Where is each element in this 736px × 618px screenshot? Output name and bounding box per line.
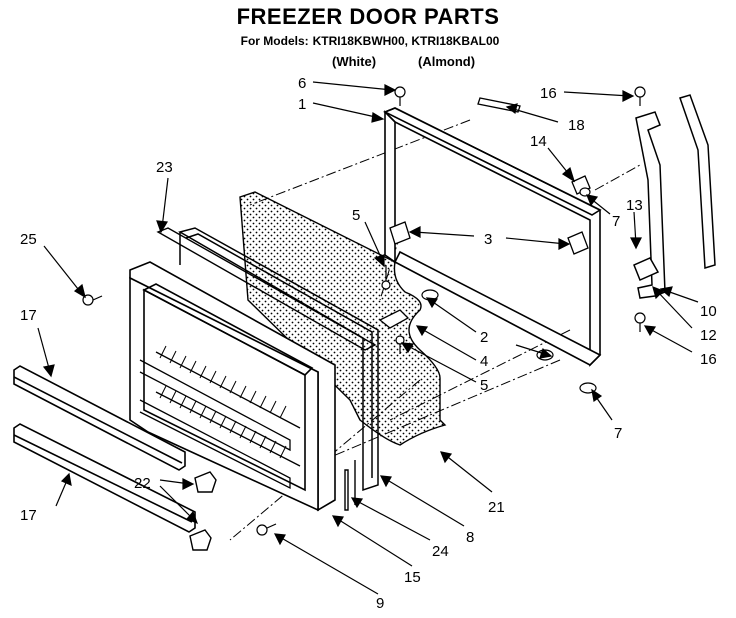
- callout-17-bottom: 17: [20, 507, 37, 524]
- callout-17-top: 17: [20, 307, 37, 324]
- leader-arrows: [37, 81, 699, 595]
- callout-18: 18: [568, 117, 585, 134]
- callout-16-bottom: 16: [700, 351, 717, 368]
- model-line: For Models:KTRI18KBWH00, KTRI18KBAL00: [0, 34, 736, 48]
- callout-5-bottom: 5: [480, 377, 488, 394]
- retaining-strip: [156, 227, 377, 511]
- handle-assembly: [633, 94, 716, 299]
- callout-7-top: 7: [612, 213, 620, 230]
- callout-24: 24: [432, 543, 449, 560]
- callout-2: 2: [480, 329, 488, 346]
- callout-1: 1: [298, 96, 306, 113]
- trim-end-caps: [189, 471, 217, 551]
- callout-4: 4: [480, 353, 488, 370]
- callout-21: 21: [488, 499, 505, 516]
- callout-8: 8: [466, 529, 474, 546]
- hinge-brackets: [378, 175, 591, 329]
- callout-22: 22: [134, 475, 151, 492]
- callout-16-top: 16: [540, 85, 557, 102]
- insulation-panel: [239, 191, 447, 446]
- callout-6-top: 6: [298, 75, 306, 92]
- models-prefix: For Models:: [240, 34, 309, 48]
- callout-3: 3: [484, 231, 492, 248]
- door-trim-strips: [13, 365, 196, 533]
- callout-labels: 6 1 16 18 14 7 13 3 5 2 4 5 7 10 12 16 2…: [20, 75, 717, 612]
- callout-7-bottom: 7: [614, 425, 622, 442]
- liner-shelves: [139, 351, 301, 490]
- callout-9: 9: [376, 595, 384, 612]
- callout-12: 12: [700, 327, 717, 344]
- callout-25: 25: [20, 231, 37, 248]
- model-numbers: KTRI18KBWH00, KTRI18KBAL00: [312, 34, 500, 48]
- shelf-ribs: [159, 345, 287, 459]
- callout-23: 23: [156, 159, 173, 176]
- callout-13: 13: [626, 197, 643, 214]
- callout-5-top: 5: [352, 207, 360, 224]
- callout-15: 15: [404, 569, 421, 586]
- callout-14: 14: [530, 133, 547, 150]
- color-white-label: (White): [332, 54, 377, 69]
- callout-10: 10: [700, 303, 717, 320]
- color-almond-label: (Almond): [418, 54, 476, 69]
- page-title: FREEZER DOOR PARTS: [236, 4, 500, 29]
